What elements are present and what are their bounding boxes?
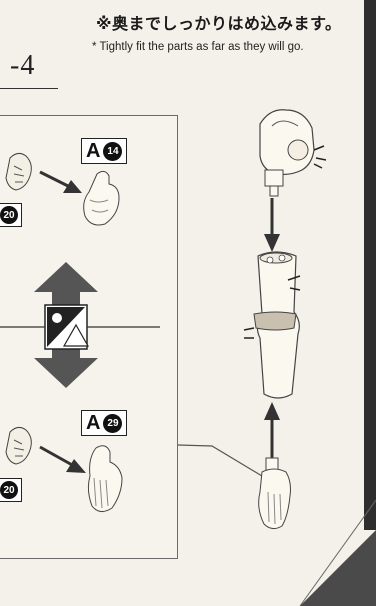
- open-hand-part-assembly: [258, 457, 291, 530]
- part-badge-left-bottom: 20: [0, 478, 22, 502]
- part-number-circle: 14: [103, 141, 123, 161]
- runner-letter: A: [86, 139, 101, 162]
- page-corner-dark: [300, 530, 376, 606]
- fit-note-japanese: ※奥までしっかりはめ込みます。: [96, 14, 342, 33]
- open-hand-part-bottom: [5, 426, 32, 465]
- runner-letter: A: [86, 411, 101, 434]
- part-number-circle: 29: [103, 413, 123, 433]
- attach-arrow-top: [39, 170, 71, 189]
- part-number-circle: 20: [0, 206, 18, 224]
- shin-part: [243, 251, 301, 399]
- open-hand-part-top: [5, 152, 32, 191]
- page-edge-dark: [364, 0, 376, 530]
- fit-note-english: * Tightly fit the parts as far as they w…: [92, 41, 304, 53]
- attach-arrow-bottom: [39, 445, 75, 468]
- attach-arrow-bottom-head: [66, 459, 86, 473]
- step-underline: [0, 88, 58, 89]
- open-hand-part-a29: [87, 445, 123, 512]
- swap-arrows-icon: [0, 262, 160, 388]
- part-badge-a14: A 14: [81, 138, 128, 164]
- part-badge-left-top: 20: [0, 203, 22, 227]
- connector-line: [177, 444, 263, 477]
- part-badge-a29: A 29: [81, 410, 128, 436]
- step-number: -4: [10, 50, 36, 81]
- fist-part-a14: [83, 170, 120, 226]
- attach-arrow-top-head: [63, 180, 82, 193]
- knee-joint-part: [259, 109, 327, 197]
- part-number-circle: 20: [0, 481, 18, 499]
